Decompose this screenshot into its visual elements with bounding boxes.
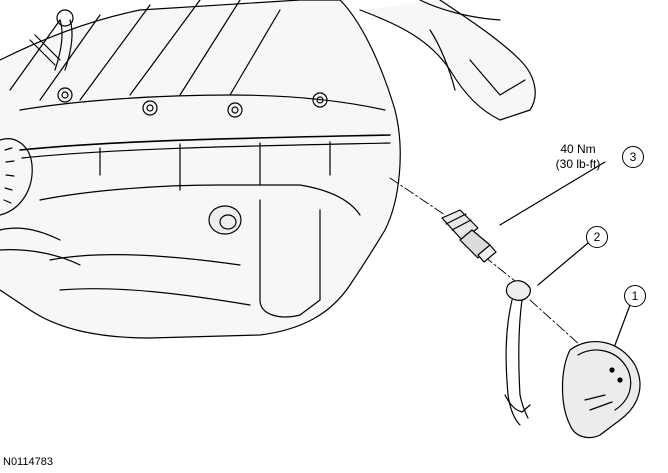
figure-id: N0114783 [3,456,53,468]
torque-metric: 40 Nm [560,142,596,156]
engine-block-drawing [0,0,536,339]
leader-line-2 [537,242,589,286]
leader-line-1 [614,304,631,346]
leader-line-3 [499,161,606,226]
connector-part-2 [504,280,531,426]
torque-imperial: (30 lb-ft) [555,157,601,171]
callout-3: 3 [622,146,644,168]
callout-2: 2 [586,226,608,248]
torque-spec: 40 Nm (30 lb-ft) [533,142,623,172]
connector-housing-part-1 [561,341,641,439]
sensor-part-3 [441,209,497,263]
callout-1: 1 [624,285,646,307]
alignment-line [389,177,581,346]
